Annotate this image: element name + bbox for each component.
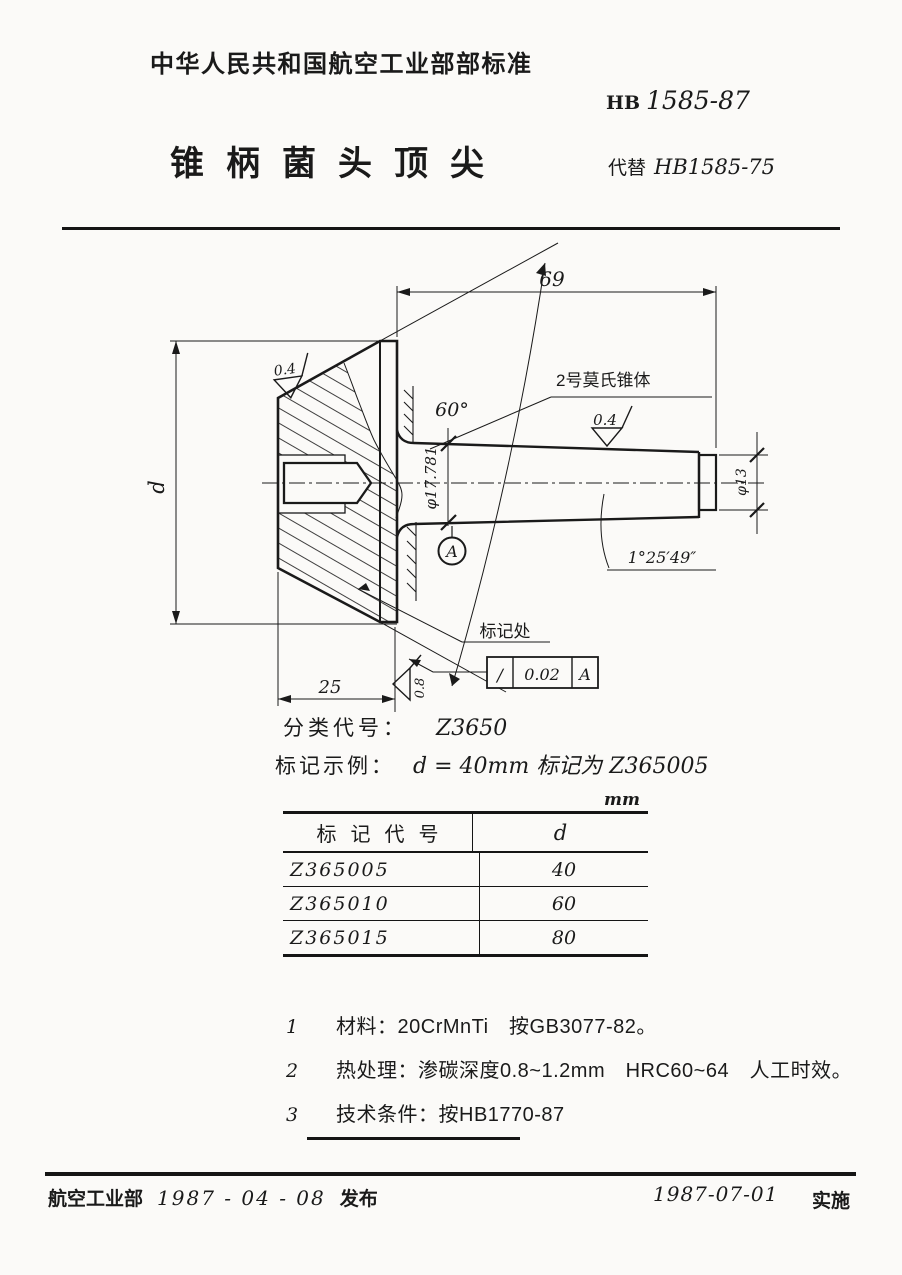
datum-a-circle: A (437, 526, 467, 566)
dim-gauge-dia-value: φ17.781 (422, 447, 440, 510)
table-row: Z365005 40 (283, 853, 648, 887)
dimension-tip-diameter: φ13 (719, 432, 768, 534)
roughness-mark-cone: 0.4 (272, 352, 309, 399)
table-cell-d: 60 (551, 892, 577, 915)
roughness-mark-back-face: 0.8 (391, 654, 428, 702)
example-value: d = 40mm 标记为 Z365005 (413, 754, 709, 779)
technical-drawing: 69 d 25 60° (145, 242, 768, 712)
tolerance-value: 0.02 (524, 665, 560, 684)
size-table: 标记代号 d Z365005 40 Z365010 60 Z365015 80 (283, 811, 648, 957)
dimension-total-length: 69 (396, 267, 717, 448)
dim-tip-dia-value: φ13 (734, 468, 750, 496)
classification-line: 分类代号： Z3650 (283, 712, 507, 742)
designation-example-line: 标记示例： d = 40mm 标记为 Z365005 (275, 748, 708, 780)
note-text: 热处理：渗碳深度0.8~1.2mm HRC60~64 人工时效。 (336, 1060, 853, 1082)
note-number: 1 (286, 1016, 299, 1038)
datum-a-value: A (444, 542, 458, 561)
table-cell-d: 80 (551, 926, 577, 949)
footer-impl-date: 1987-07-01 (653, 1182, 779, 1206)
dimension-gauge-diameter: φ17.781 (422, 428, 457, 531)
standard-code-number: 1585-87 (646, 86, 750, 115)
example-label: 标记示例： (275, 755, 395, 778)
replaces-number: HB1585-75 (654, 155, 776, 179)
mushroom-head (276, 339, 403, 624)
footer-issue-label: 发布 (339, 1189, 378, 1210)
table-cell-code: Z365010 (283, 887, 480, 920)
tolerance-symbol: ∕ (495, 666, 505, 686)
note-number: 2 (286, 1060, 299, 1082)
footer-rule (45, 1172, 856, 1176)
dim-25-value: 25 (318, 677, 342, 698)
classification-value: Z3650 (436, 716, 508, 741)
standard-org-title: 中华人民共和国航空工业部部标准 (150, 51, 533, 78)
roughness-mark-taper: 0.4 (590, 405, 633, 448)
roughness-back-face-value: 0.8 (413, 678, 428, 699)
tolerance-datum: A (577, 665, 591, 684)
morse-taper-label: 2号莫氏锥体 (429, 371, 712, 450)
table-cell-d: 40 (551, 858, 577, 881)
dim-60deg-value: 60° (435, 399, 469, 421)
dimension-cone-angle: 60° (379, 242, 559, 693)
morse-taper-text: 2号莫氏锥体 (556, 371, 650, 390)
center-hole (277, 454, 373, 514)
classification-label: 分类代号： (283, 717, 408, 740)
table-row: Z365015 80 (283, 921, 648, 954)
note-item: 1 材料：20CrMnTi 按GB3077-82。 (286, 1010, 852, 1039)
dimension-head-thickness: 25 (277, 572, 396, 712)
dimension-taper-angle: 1°25′49″ (600, 493, 716, 571)
dim-d-value: d (145, 480, 169, 493)
roughness-taper-value: 0.4 (593, 411, 617, 429)
footer-impl-label: 实施 (812, 1191, 851, 1212)
dim-taper-angle-value: 1°25′49″ (628, 548, 697, 567)
pre-footer-rule (307, 1137, 520, 1140)
note-item: 2 热处理：渗碳深度0.8~1.2mm HRC60~64 人工时效。 (286, 1054, 852, 1083)
table-unit-label: mm (604, 790, 640, 810)
marking-place-label: 标记处 (357, 583, 550, 643)
table-cell-code: Z365015 (283, 921, 480, 954)
table-cell-code: Z365005 (283, 853, 480, 886)
table-header-row: 标记代号 d (283, 814, 648, 853)
table-col-code-header: 标记代号 (283, 814, 473, 851)
note-item: 3 技术条件：按HB1770-87 (286, 1098, 852, 1127)
replaces-note: 代替 HB1585-75 (608, 153, 775, 180)
roughness-cone-value: 0.4 (273, 361, 297, 380)
page-title: 锥柄菌头顶尖 (170, 145, 506, 183)
standard-code-prefix: HB (606, 92, 641, 114)
footer-issue: 航空工业部 1987 - 04 - 08 发布 (48, 1184, 378, 1211)
note-number: 3 (286, 1104, 299, 1126)
footer-issuer: 航空工业部 (48, 1189, 144, 1210)
gauge-plane-lines (403, 386, 417, 601)
marking-place-text: 标记处 (480, 622, 531, 641)
table-col-d-header: d (553, 820, 568, 845)
dimension-head-diameter: d (145, 340, 397, 625)
table-row: Z365010 60 (283, 887, 648, 921)
replaces-prefix: 代替 (608, 158, 647, 179)
note-text: 材料：20CrMnTi 按GB3077-82。 (336, 1016, 657, 1038)
footer-issue-date: 1987 - 04 - 08 (157, 1186, 326, 1210)
notes-list: 1 材料：20CrMnTi 按GB3077-82。 2 热处理：渗碳深度0.8~1.… (286, 1010, 852, 1142)
header-divider-rule (62, 227, 840, 230)
note-text: 技术条件：按HB1770-87 (336, 1104, 565, 1126)
runout-tolerance-frame: ∕ 0.02 A (408, 656, 599, 689)
